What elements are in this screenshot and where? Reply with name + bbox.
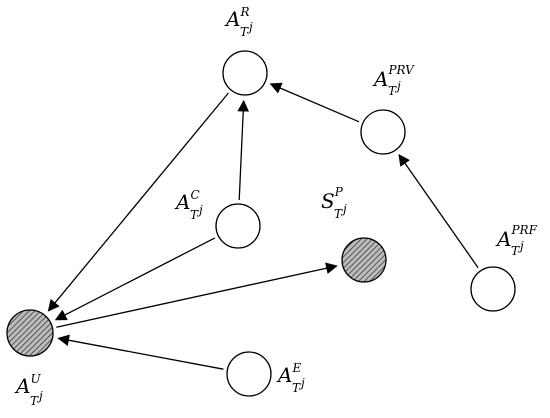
label-a-c: AC Tj <box>174 188 203 222</box>
svg-text:AE: AE <box>276 361 301 387</box>
svg-text:Tj: Tj <box>292 376 305 395</box>
label-a-u: AU Tj <box>14 372 43 408</box>
svg-text:Tj: Tj <box>190 203 203 222</box>
edge-c-to-r <box>237 99 250 201</box>
svg-text:Tj: Tj <box>334 202 347 221</box>
edge-c-to-u <box>54 237 216 321</box>
label-a-r: AR Tj <box>224 5 253 39</box>
svg-text:APRF: APRF <box>495 223 538 251</box>
edge-r-to-u <box>47 92 229 312</box>
edge-prf-to-prv <box>398 153 479 269</box>
svg-text:AU: AU <box>14 372 41 398</box>
edge-e-to-u <box>57 334 224 370</box>
node-prv <box>360 109 406 155</box>
svg-text:SP: SP <box>321 185 344 213</box>
label-s-p: SP Tj <box>321 185 347 221</box>
node-u <box>6 309 54 357</box>
svg-text:Tj: Tj <box>240 20 253 39</box>
label-a-prv: APRV Tj <box>372 63 415 98</box>
node-s <box>341 237 387 283</box>
node-prf <box>470 266 516 312</box>
edge-prv-to-r <box>269 82 360 123</box>
svg-text:Tj: Tj <box>30 389 43 408</box>
svg-text:Tj: Tj <box>511 239 524 258</box>
svg-text:Tj: Tj <box>388 79 401 98</box>
svg-text:AC: AC <box>174 188 200 214</box>
label-a-prf: APRF Tj <box>495 223 538 258</box>
svg-text:AR: AR <box>224 5 250 31</box>
node-c <box>215 203 261 249</box>
edges-layer <box>47 82 479 370</box>
label-a-e: AE Tj <box>276 361 305 395</box>
node-e <box>226 351 272 397</box>
edge-u-to-s <box>56 262 338 328</box>
nodes-layer <box>6 50 516 397</box>
node-r <box>222 50 268 96</box>
svg-text:APRV: APRV <box>372 63 415 91</box>
